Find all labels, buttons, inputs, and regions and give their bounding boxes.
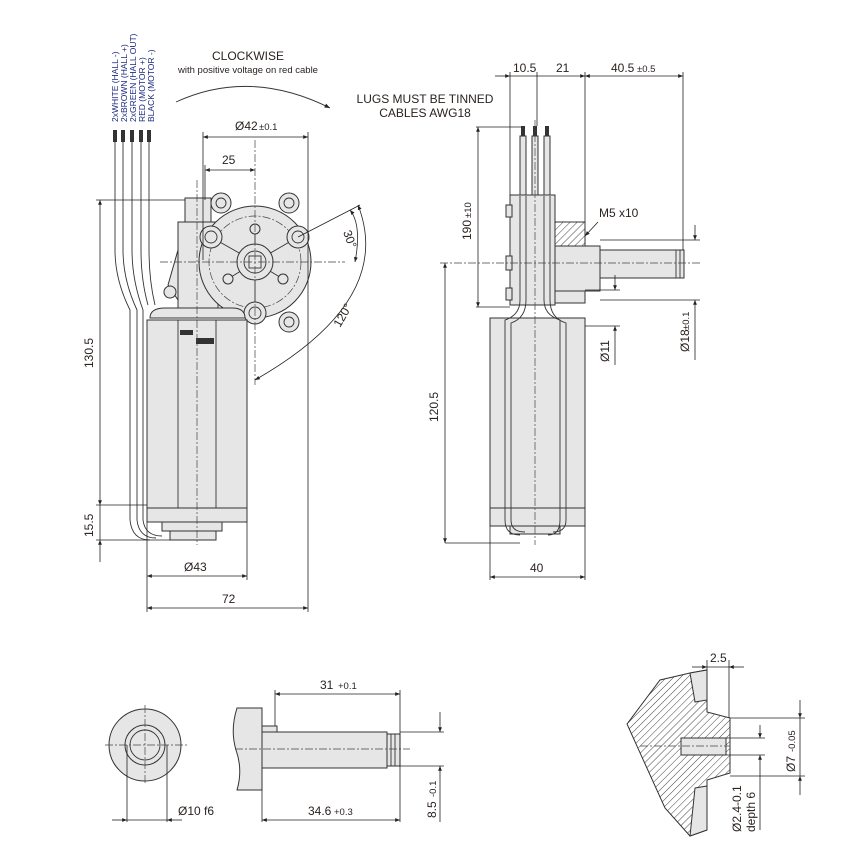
dim-d7-tol: -0.05 [787,730,798,752]
section-detail: 2.5 Ø7 -0.05 Ø2.4-0.1 depth 6 [626,651,805,837]
dim-d11: Ø11 [598,340,612,362]
front-view: 30° 120° Ø42 ±0.1 25 130.5 15.5 Ø43 72 [82,119,367,612]
m5-thread-section [554,221,586,247]
dim-40: 40 [530,561,544,575]
wire-labels: 2xWHITE (HALL -) 2xBROWN (HALL +) 2xGREE… [110,33,156,122]
dim-8-5: 8.5 [425,801,439,818]
motor-body-side [489,317,586,514]
wires [113,130,163,541]
dim-d10-f6: Ø10 f6 [178,804,214,818]
dim-d42: Ø42 [235,119,258,133]
dim-40-5: 40.5 [611,61,635,75]
dim-21: 21 [556,61,570,75]
dim-8-5-tol: -0.1 [428,781,439,797]
dim-d7: Ø7 [784,756,798,772]
dim-d18-tol: ±0.1 [681,312,692,330]
gear-housing-top [184,197,212,223]
note-lugs: LUGS MUST BE TINNED [357,92,494,106]
dim-72: 72 [222,592,236,606]
dim-190: 190 [460,220,474,240]
dim-d42-tol: ±0.1 [259,122,277,133]
gear-plate [509,194,556,306]
shaft-side-detail: 31 +0.1 34.6 +0.3 8.5 -0.1 [232,678,444,822]
dim-34-6: 34.6 [308,804,332,818]
shaft-end-view: Ø10 f6 [105,705,214,822]
dim-15-5: 15.5 [82,513,96,537]
thread-label: M5 x10 [599,206,639,220]
angle-120-label: 120° [330,301,355,330]
dim-25: 25 [222,153,236,167]
dim-depth: depth 6 [744,792,758,832]
side-view: LUGS MUST BE TINNED CABLES AWG18 10.5 21… [357,61,700,580]
dim-d2-4: Ø2.4-0.1 [730,785,744,832]
dim-d43: Ø43 [184,560,207,574]
dim-190-tol: ±10 [463,202,474,218]
wire-label-red: RED (MOTOR +) [137,57,147,122]
angle-30-label: 30° [340,228,359,250]
dim-40-5-tol: ±0.5 [637,64,655,75]
dim-31-tol: +0.1 [338,681,357,692]
dim-34-6-tol: +0.3 [334,807,353,818]
dim-d18: Ø18 [678,329,692,352]
wire-label-white: 2xWHITE (HALL -) [110,51,120,122]
output-shaft [599,249,685,279]
dim-10-5: 10.5 [513,61,537,75]
wire-label-green: 2xGREEN (HALL OUT) [128,33,138,122]
dim-120-5: 120.5 [427,392,441,422]
dim-130-5: 130.5 [82,338,96,368]
rotation-label: CLOCKWISE [212,49,284,63]
dim-31: 31 [320,678,334,692]
note-cables: CABLES AWG18 [379,106,471,120]
wire-label-brown: 2xBROWN (HALL +) [119,44,129,122]
rotation-note: CLOCKWISE with positive voltage on red c… [175,49,331,109]
rotation-note-label: with positive voltage on red cable [177,65,318,76]
dim-2-5: 2.5 [710,651,727,665]
shaft-housing [554,245,601,292]
clockwise-arrow-icon [175,85,331,109]
wire-label-black: BLACK (MOTOR -) [146,49,156,122]
